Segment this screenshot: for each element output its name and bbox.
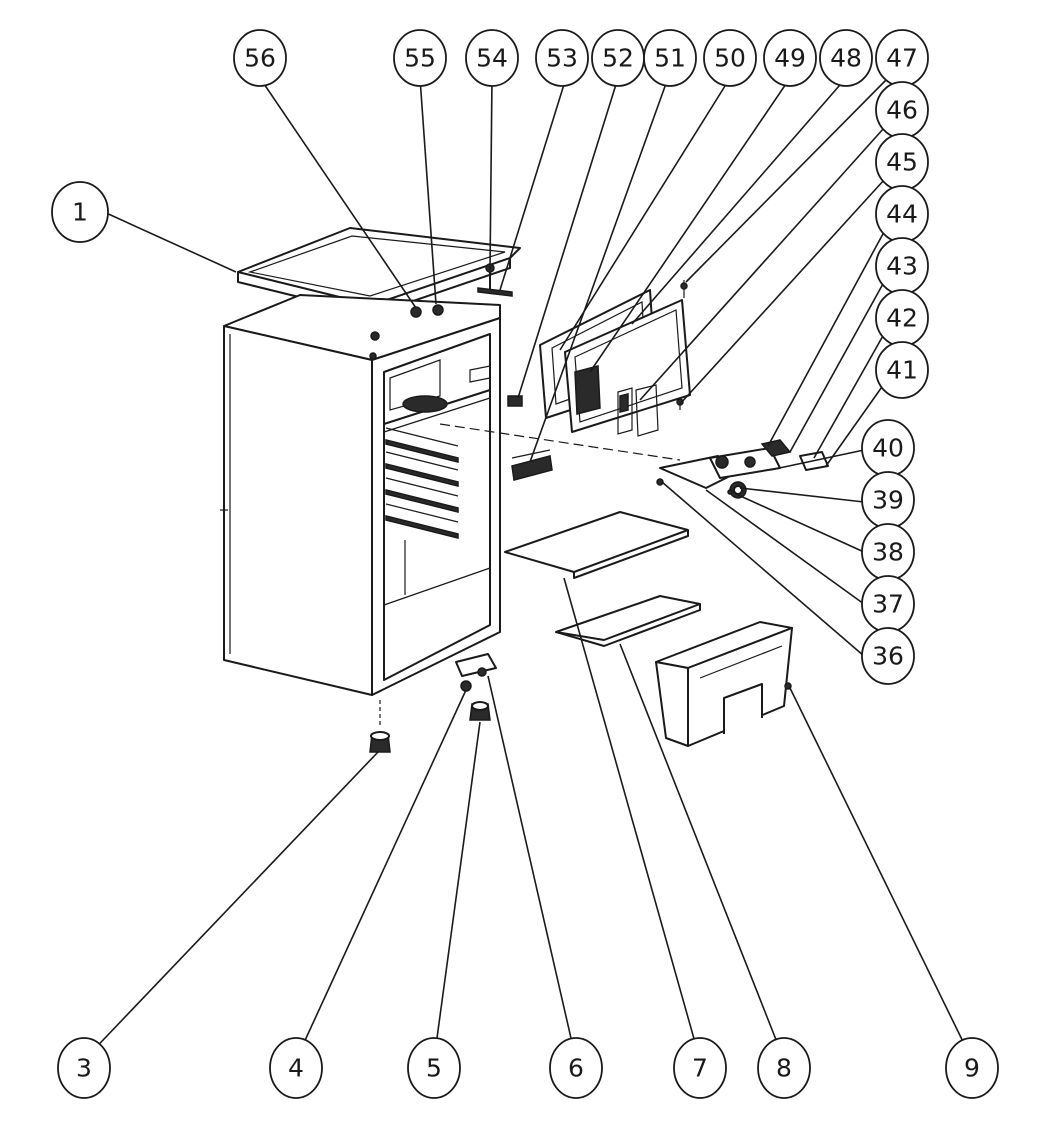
callout-label-55: 55 (404, 44, 436, 73)
callout-label-5: 5 (426, 1054, 442, 1083)
callout-8: 8 (757, 1037, 811, 1099)
callout-55: 55 (393, 29, 447, 87)
callout-label-54: 54 (476, 44, 508, 73)
callout-53: 53 (535, 29, 589, 87)
callout-label-51: 51 (654, 44, 686, 73)
callout-42: 42 (875, 289, 929, 347)
cabinet-body (220, 294, 501, 696)
callout-38: 38 (861, 523, 915, 581)
callout-label-39: 39 (872, 486, 904, 515)
freezer-door (539, 280, 691, 437)
callout-45: 45 (875, 133, 929, 191)
callout-52: 52 (591, 29, 645, 87)
callout-label-47: 47 (886, 44, 918, 73)
callout-label-6: 6 (568, 1054, 584, 1083)
thermostat-parts (469, 365, 553, 481)
callout-label-42: 42 (886, 304, 918, 333)
callout-label-41: 41 (886, 356, 918, 385)
callout-54: 54 (465, 29, 519, 87)
callout-48: 48 (819, 29, 873, 87)
callout-label-49: 49 (774, 44, 806, 73)
callout-label-3: 3 (76, 1054, 92, 1083)
callout-label-38: 38 (872, 538, 904, 567)
callout-label-7: 7 (692, 1054, 708, 1083)
callout-label-45: 45 (886, 148, 918, 177)
callout-label-36: 36 (872, 642, 904, 671)
callout-40: 40 (861, 419, 915, 477)
callout-label-40: 40 (872, 434, 904, 463)
callout-1: 1 (51, 181, 109, 243)
leader-lines (83, 77, 973, 1061)
callout-41: 41 (875, 341, 929, 399)
callout-label-48: 48 (830, 44, 862, 73)
callout-6: 6 (549, 1037, 603, 1099)
control-housing (656, 439, 829, 499)
assembly-axis-line (439, 423, 681, 461)
bottom-hardware (369, 653, 497, 753)
callout-label-56: 56 (244, 44, 276, 73)
callout-label-44: 44 (886, 200, 918, 229)
callout-7: 7 (673, 1037, 727, 1099)
callout-39: 39 (861, 471, 915, 529)
callout-49: 49 (763, 29, 817, 87)
callout-56: 56 (233, 29, 287, 87)
callout-label-53: 53 (546, 44, 578, 73)
callout-9: 9 (945, 1037, 999, 1099)
callout-label-1: 1 (72, 198, 88, 227)
callout-4: 4 (269, 1037, 323, 1099)
callout-label-4: 4 (288, 1054, 304, 1083)
callout-label-8: 8 (776, 1054, 792, 1083)
callout-label-46: 46 (886, 96, 918, 125)
callout-label-52: 52 (602, 44, 634, 73)
callout-46: 46 (875, 81, 929, 139)
callout-label-9: 9 (964, 1054, 980, 1083)
callout-50: 50 (703, 29, 757, 87)
callout-44: 44 (875, 185, 929, 243)
callout-36: 36 (861, 627, 915, 685)
callout-5: 5 (407, 1037, 461, 1099)
callout-47: 47 (875, 29, 929, 87)
glass-shelf-large (504, 511, 689, 579)
callout-43: 43 (875, 237, 929, 295)
glass-shelf-small (555, 595, 701, 647)
callout-37: 37 (861, 575, 915, 633)
callout-label-43: 43 (886, 252, 918, 281)
callout-3: 3 (57, 1037, 111, 1099)
callout-51: 51 (643, 29, 697, 87)
callout-label-50: 50 (714, 44, 746, 73)
crisper-drawer (655, 621, 793, 747)
callout-label-37: 37 (872, 590, 904, 619)
